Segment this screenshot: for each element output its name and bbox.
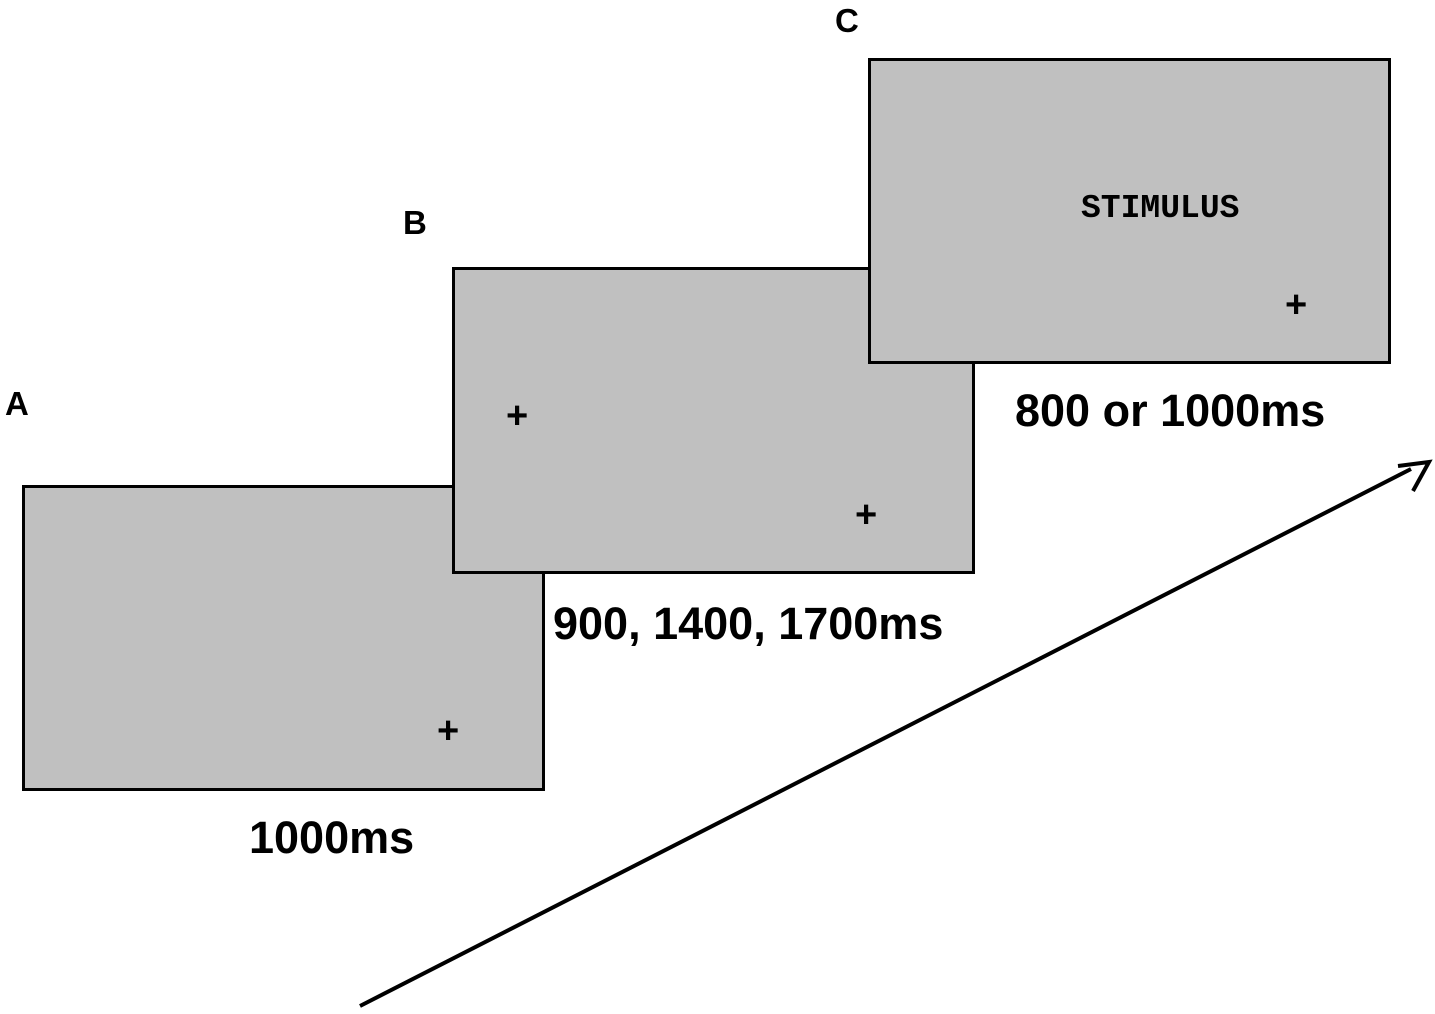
panel-c-screen: STIMULUS + — [868, 58, 1391, 364]
panel-b-duration: 900, 1400, 1700ms — [553, 598, 944, 649]
panel-a-letter: A — [5, 385, 29, 422]
panel-b-letter: B — [403, 204, 427, 241]
stimulus-text: STIMULUS — [1081, 190, 1240, 227]
panel-c-letter: C — [835, 2, 859, 39]
fixation-cross-a: + — [437, 710, 460, 752]
fixation-cross-c: + — [1285, 284, 1308, 326]
time-arrow-head — [1397, 459, 1433, 492]
panel-a-duration: 1000ms — [249, 812, 415, 863]
panel-c-duration: 800 or 1000ms — [1015, 385, 1326, 436]
time-arrow-shaft — [359, 467, 1412, 1008]
fixation-cross-b-right: + — [855, 494, 878, 536]
fixation-cross-b-left: + — [506, 395, 529, 437]
